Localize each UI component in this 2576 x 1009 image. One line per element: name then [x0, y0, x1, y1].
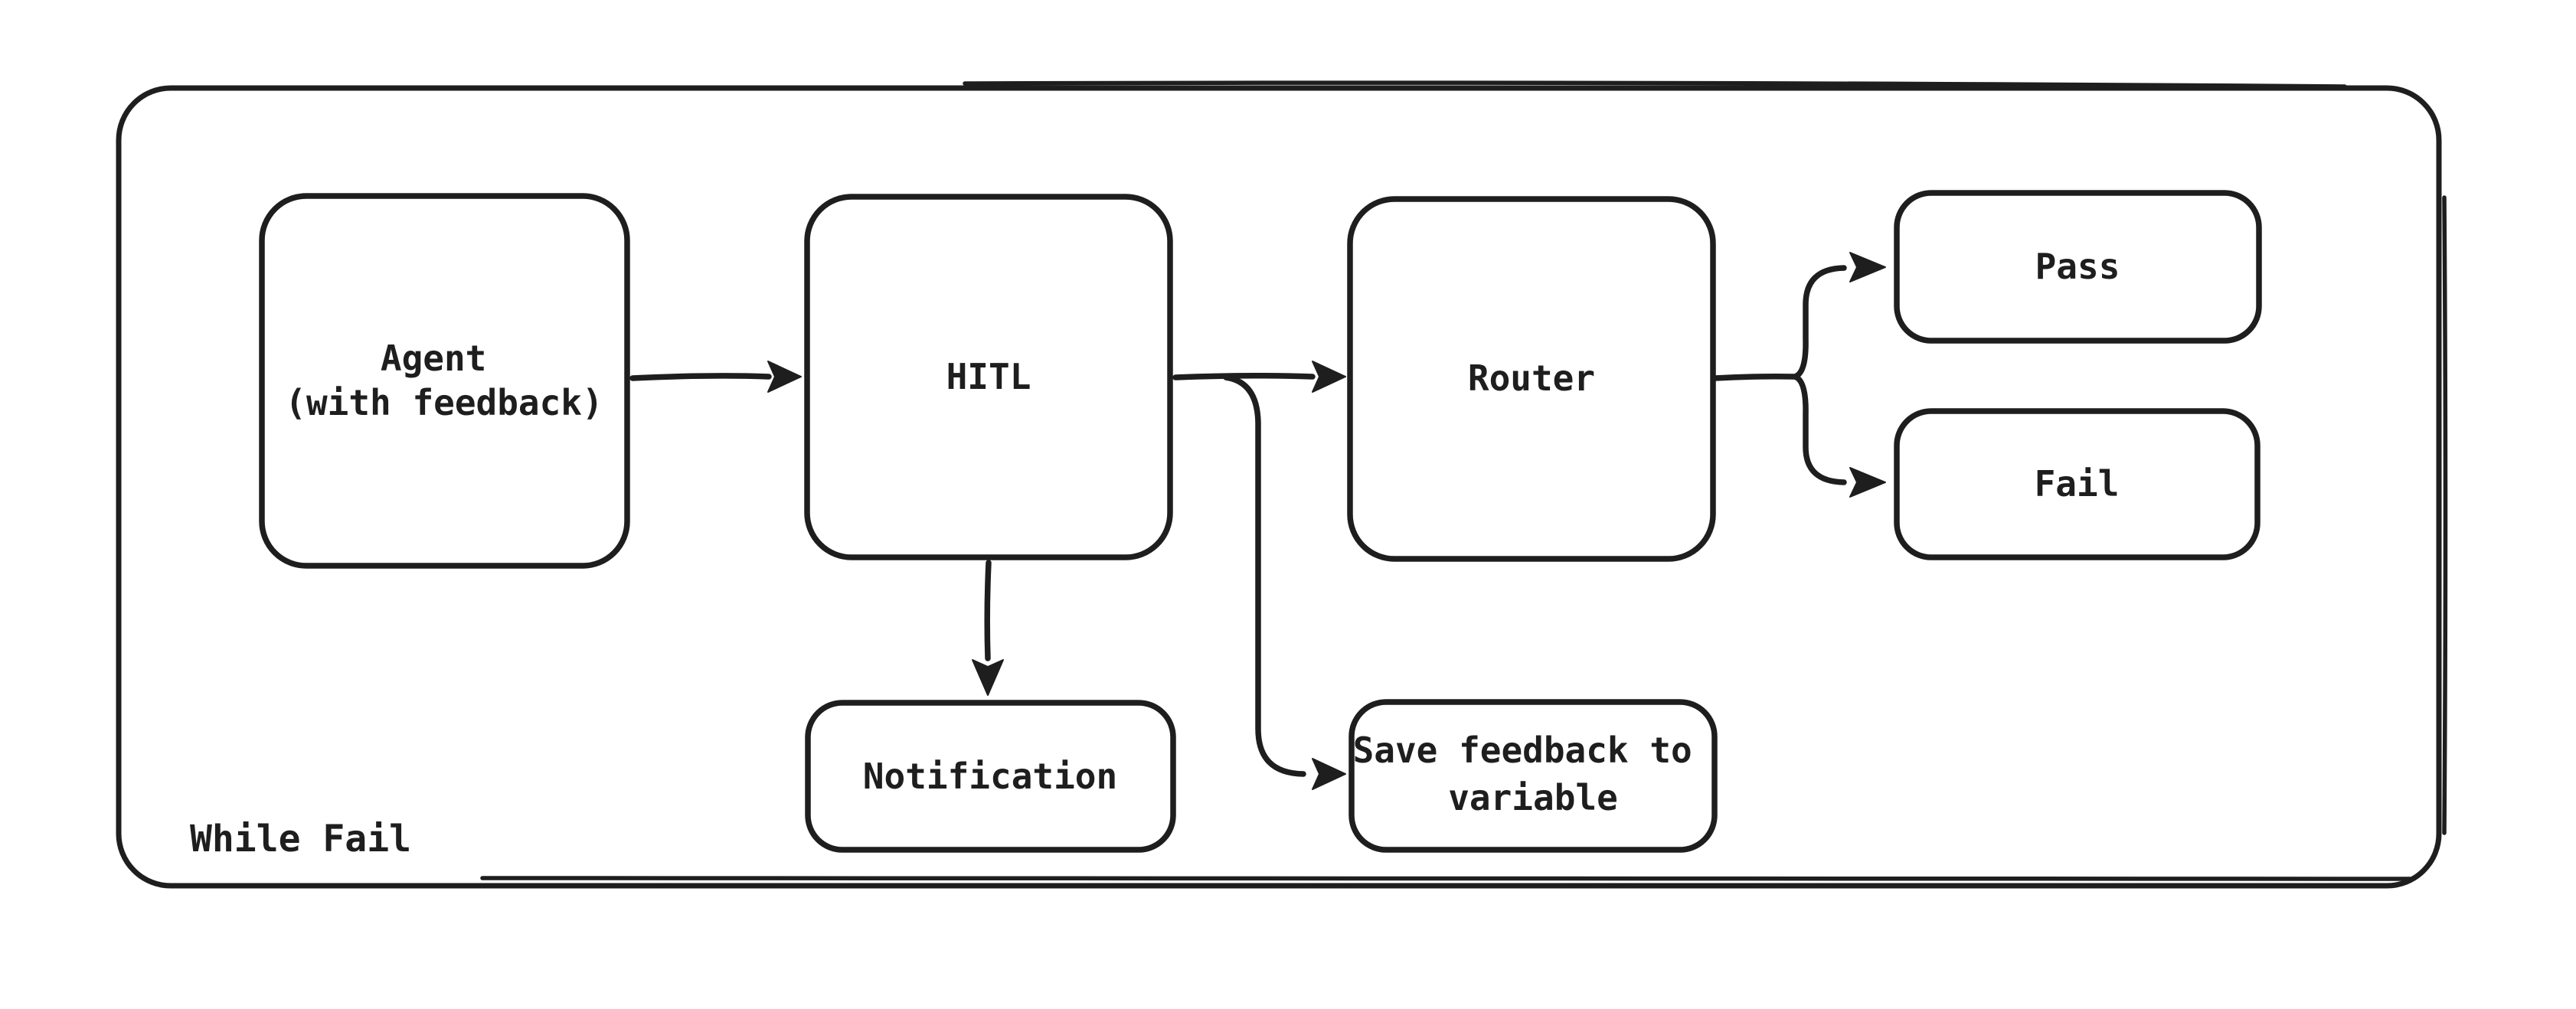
- edge-agent-hitl[interactable]: [629, 361, 802, 393]
- edge-router-pass-line[interactable]: [1792, 265, 1847, 380]
- edge-router-fork-line[interactable]: [1712, 374, 1798, 381]
- node-fail[interactable]: Fail: [1894, 408, 2261, 560]
- node-agent-label: Agent (with feedback): [285, 338, 603, 423]
- node-save-feedback[interactable]: Save feedback to variable: [1348, 699, 1718, 853]
- edge-hitl-save-feedback[interactable]: [1223, 374, 1346, 790]
- node-router[interactable]: Router: [1347, 196, 1716, 562]
- node-fail-box[interactable]: [1894, 408, 2261, 560]
- edge-hitl-save-feedback-line[interactable]: [1223, 374, 1306, 777]
- frame-overdraw-right: [2442, 195, 2448, 835]
- node-pass-box[interactable]: [1894, 190, 2262, 344]
- edge-hitl-router-line[interactable]: [1172, 372, 1316, 380]
- node-save-feedback-box[interactable]: [1348, 699, 1718, 853]
- edge-hitl-notification[interactable]: [972, 560, 1004, 696]
- node-router-label: Router: [1468, 358, 1595, 399]
- while-fail-label: While Fail: [190, 818, 411, 860]
- edge-hitl-notification-line[interactable]: [984, 560, 992, 661]
- edge-router-pass-fail[interactable]: [1712, 252, 1886, 498]
- frame-overdraw-top: [963, 80, 2347, 89]
- edge-hitl-notification-arrowhead[interactable]: [972, 659, 1004, 696]
- node-fail-label: Fail: [2035, 463, 2120, 504]
- node-hitl[interactable]: HITL: [804, 194, 1173, 560]
- node-pass-label: Pass: [2035, 246, 2120, 287]
- edge-hitl-save-feedback-arrowhead[interactable]: [1312, 758, 1346, 790]
- node-notification-label: Notification: [863, 756, 1117, 797]
- edge-hitl-router[interactable]: [1172, 361, 1346, 393]
- node-notification[interactable]: Notification: [805, 700, 1176, 853]
- edge-router-pass-arrowhead[interactable]: [1849, 252, 1886, 282]
- node-agent[interactable]: Agent (with feedback): [259, 193, 630, 569]
- node-hitl-label: HITL: [946, 356, 1031, 397]
- edge-router-fail-arrowhead[interactable]: [1849, 467, 1886, 498]
- node-agent-box[interactable]: [259, 193, 630, 569]
- edge-hitl-router-arrowhead[interactable]: [1312, 361, 1346, 393]
- node-notification-box[interactable]: [805, 700, 1176, 853]
- edge-router-fail-line[interactable]: [1792, 374, 1847, 485]
- edge-agent-hitl-line[interactable]: [629, 373, 772, 381]
- edge-agent-hitl-arrowhead[interactable]: [767, 361, 802, 393]
- node-router-box[interactable]: [1347, 196, 1716, 562]
- frame-overdraw-bottom: [480, 873, 2413, 881]
- node-hitl-box[interactable]: [804, 194, 1173, 560]
- node-pass[interactable]: Pass: [1894, 190, 2262, 344]
- while-fail-frame-box[interactable]: [116, 85, 2442, 889]
- node-save-feedback-label: Save feedback to variable: [1353, 730, 1714, 818]
